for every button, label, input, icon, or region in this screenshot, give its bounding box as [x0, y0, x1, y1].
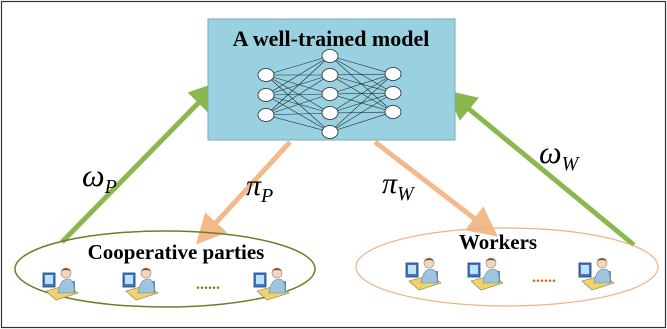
- nn-node: [321, 68, 339, 82]
- omega-w-arrow: [446, 90, 636, 247]
- nn-node: [321, 87, 339, 101]
- nn-node: [384, 67, 402, 81]
- model-box: A well-trained model: [207, 18, 456, 141]
- omega-p-arrow: [60, 81, 220, 244]
- nn-connection: [265, 114, 331, 133]
- pi-p-arrow: [195, 140, 292, 245]
- nn-connection: [265, 74, 331, 133]
- nn-connection: [329, 73, 394, 95]
- nn-node: [321, 106, 339, 120]
- nn-connection: [265, 93, 331, 96]
- nn-connection: [329, 73, 394, 76]
- nn-connection: [329, 73, 394, 114]
- nn-connection: [265, 74, 331, 116]
- nn-node: [257, 68, 275, 82]
- nn-connection: [265, 93, 331, 116]
- workers-ellipsis: ......: [532, 269, 556, 286]
- nn-connection: [329, 73, 394, 133]
- nn-connection: [265, 74, 331, 95]
- workers-ellipse: [355, 227, 659, 307]
- omega-p-label: ωP: [82, 157, 117, 198]
- parties-ellipse: [14, 230, 316, 308]
- nn-node: [384, 86, 402, 100]
- nn-connection: [265, 94, 331, 133]
- nn-connection: [329, 111, 394, 133]
- nn-connection: [265, 94, 331, 114]
- nn-node: [321, 125, 339, 139]
- nn-node: [384, 105, 402, 119]
- nn-node: [257, 108, 275, 122]
- nn-connection: [265, 112, 331, 116]
- parties-ellipsis: ......: [196, 276, 220, 293]
- omega-w-label: ωW: [539, 134, 581, 175]
- neural-network-icon: [257, 49, 402, 139]
- nn-node: [321, 49, 339, 63]
- pi-p-label: πP: [246, 169, 273, 207]
- pi-w-arrow: [373, 140, 498, 237]
- nn-connection: [265, 74, 331, 114]
- nn-connection: [265, 55, 331, 96]
- workers-label: Workers: [459, 230, 537, 254]
- nn-connection: [265, 55, 331, 76]
- pi-w-label: πW: [382, 167, 416, 205]
- nn-connection: [329, 55, 394, 75]
- nn-connection: [265, 55, 331, 116]
- nn-connection: [329, 92, 394, 133]
- parties-label: Cooperative parties: [88, 240, 265, 264]
- model-title: A well-trained model: [233, 26, 430, 51]
- nn-node: [257, 88, 275, 102]
- nn-connection: [265, 74, 331, 96]
